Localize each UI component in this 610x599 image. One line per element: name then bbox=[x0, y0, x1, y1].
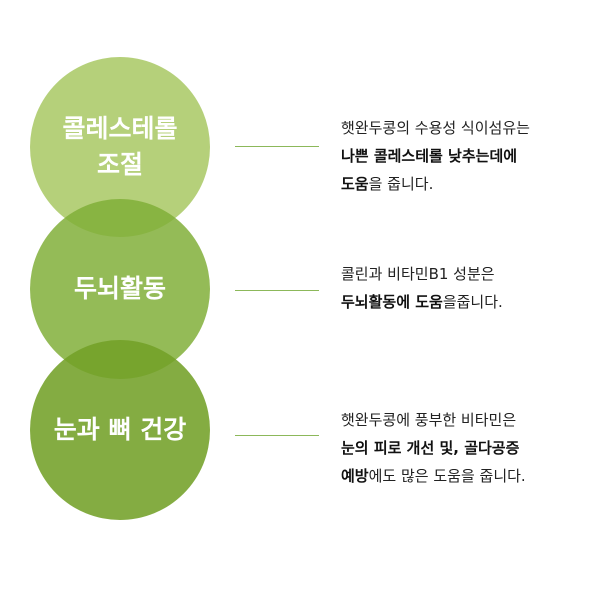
desc-text: 햇완두콩의 수용성 식이섬유는 bbox=[341, 119, 530, 137]
desc-line: 두뇌활동에 도움을줍니다. bbox=[341, 288, 596, 316]
desc-text: 을 줍니다. bbox=[368, 175, 434, 193]
desc-text-bold: 예방 bbox=[341, 467, 369, 485]
connector-line-2 bbox=[235, 290, 319, 291]
desc-text: 에도 많은 도움을 줍니다. bbox=[368, 467, 526, 485]
circle-title-line: 콜레스테롤 bbox=[62, 113, 178, 143]
desc-text-bold: 두뇌활동에 도움 bbox=[341, 293, 443, 311]
circle-title-line: 조절 bbox=[96, 150, 143, 179]
desc-text-bold: 눈의 피로 개선 및, 골다공증 bbox=[341, 439, 520, 457]
desc-text-bold: 나쁜 콜레스테롤 낮추는데에 bbox=[341, 147, 518, 165]
connector-line-1 bbox=[235, 146, 319, 147]
desc-text: 을줍니다. bbox=[442, 293, 503, 311]
desc-text: 콜린과 비타민B1 성분은 bbox=[341, 265, 495, 283]
desc-line: 예방에도 많은 도움을 줍니다. bbox=[341, 462, 596, 490]
desc-cholesterol: 햇완두콩의 수용성 식이섬유는 나쁜 콜레스테롤 낮추는데에 도움을 줍니다. bbox=[341, 114, 596, 198]
desc-brain: 콜린과 비타민B1 성분은 두뇌활동에 도움을줍니다. bbox=[341, 260, 596, 316]
desc-eye-bone: 햇완두콩에 풍부한 비타민은 눈의 피로 개선 및, 골다공증 예방에도 많은 … bbox=[341, 406, 596, 490]
desc-line: 햇완두콩의 수용성 식이섬유는 bbox=[341, 114, 596, 142]
desc-line: 도움을 줍니다. bbox=[341, 170, 596, 198]
desc-text-bold: 도움 bbox=[341, 175, 369, 193]
desc-line: 나쁜 콜레스테롤 낮추는데에 bbox=[341, 142, 596, 170]
desc-line: 햇완두콩에 풍부한 비타민은 bbox=[341, 406, 596, 434]
circle-title-line: 눈과 뼈 건강 bbox=[53, 414, 187, 444]
connector-line-3 bbox=[235, 435, 319, 436]
circle-title-line: 두뇌활동 bbox=[73, 273, 166, 303]
circle-eye-bone: 눈과 뼈 건강 bbox=[30, 340, 210, 520]
desc-line: 콜린과 비타민B1 성분은 bbox=[341, 260, 596, 288]
circle-brain: 두뇌활동 bbox=[30, 199, 210, 379]
desc-line: 눈의 피로 개선 및, 골다공증 bbox=[341, 434, 596, 462]
desc-text: 햇완두콩에 풍부한 비타민은 bbox=[341, 411, 517, 429]
